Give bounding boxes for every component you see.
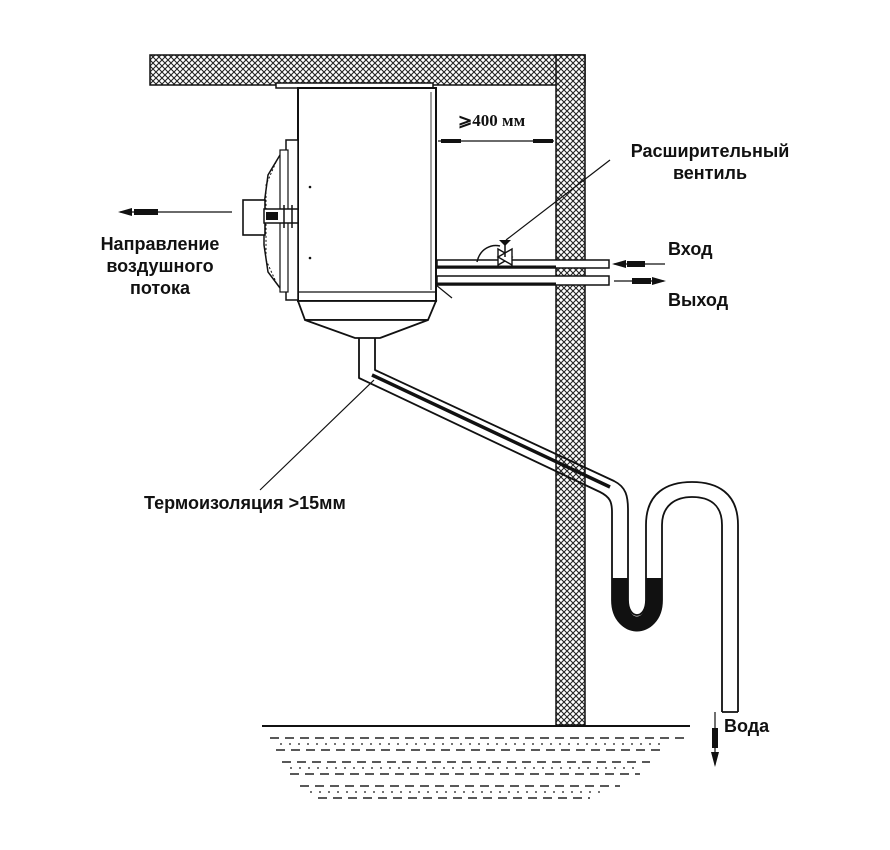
outlet-label: Выход (668, 290, 729, 310)
wall (555, 54, 586, 726)
floor-ground (262, 725, 690, 799)
inlet-arrow (612, 260, 665, 268)
airflow-label-line2: воздушного (106, 256, 214, 276)
airflow-label-line1: Направление (100, 234, 220, 254)
fan-assembly (242, 139, 299, 301)
airflow-label: Направление воздушного потока (80, 233, 240, 299)
drain-pipe (358, 338, 739, 713)
expansion-valve-label-line2: вентиль (672, 163, 748, 183)
ceiling-slab (149, 54, 586, 86)
insulation-leader (259, 379, 375, 491)
water-arrow (711, 712, 719, 767)
expansion-valve-label-line1: Расширительный (630, 141, 790, 161)
clearance-label: ⩾400 мм (458, 111, 526, 130)
clearance-dimension (438, 139, 554, 143)
water-label: Вода (724, 716, 770, 736)
insulation-label: Термоизоляция >15мм (144, 493, 346, 513)
cooler-unit (296, 87, 438, 339)
airflow-label-line3: потока (129, 278, 190, 298)
expansion-valve (476, 159, 611, 267)
airflow-arrow (118, 208, 232, 216)
trap-water (612, 578, 662, 632)
outlet-arrow (614, 277, 666, 285)
expansion-valve-label: Расширительный вентиль (610, 140, 810, 184)
inlet-label: Вход (668, 239, 713, 259)
refrigerant-lines (435, 259, 610, 299)
